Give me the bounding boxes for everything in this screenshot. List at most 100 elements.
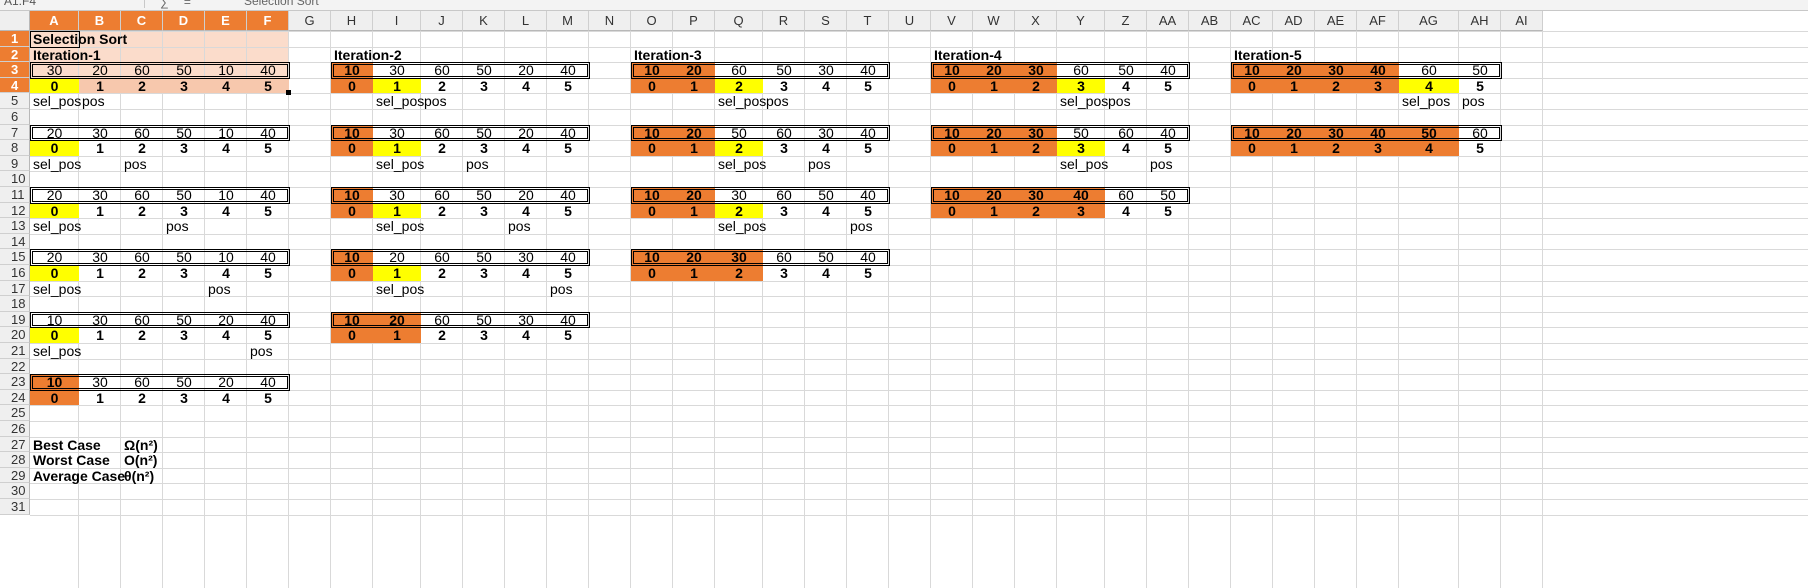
array-index[interactable]: 2 xyxy=(438,77,446,94)
array-value[interactable]: 10 xyxy=(344,249,360,266)
array-index[interactable]: 5 xyxy=(864,265,872,281)
array-index[interactable]: 3 xyxy=(180,327,188,344)
pos-marker[interactable]: pos xyxy=(208,280,231,297)
column-header-D[interactable]: D xyxy=(163,11,205,31)
array-value[interactable]: 60 xyxy=(1073,62,1089,79)
column-header-N[interactable]: N xyxy=(589,11,631,31)
array-index[interactable]: 1 xyxy=(690,140,698,157)
array-index[interactable]: 3 xyxy=(1077,202,1085,219)
iteration-label[interactable]: Iteration-4 xyxy=(934,46,1002,63)
array-value[interactable]: 60 xyxy=(776,187,792,203)
array-index[interactable]: 0 xyxy=(50,389,59,406)
row-header-2[interactable]: 2 xyxy=(0,46,30,63)
array-index[interactable]: 0 xyxy=(948,202,956,219)
array-index[interactable]: 0 xyxy=(348,327,356,344)
pos-marker[interactable]: pos xyxy=(82,93,105,110)
array-index[interactable]: 4 xyxy=(522,77,530,94)
column-header-AD[interactable]: AD xyxy=(1273,11,1315,31)
array-index[interactable]: 4 xyxy=(222,140,230,157)
array-index[interactable]: 0 xyxy=(648,140,656,157)
array-index[interactable]: 4 xyxy=(1122,140,1130,157)
array-value[interactable]: 60 xyxy=(776,249,792,266)
iteration-label[interactable]: Iteration-3 xyxy=(634,46,702,63)
row-header-10[interactable]: 10 xyxy=(0,171,30,187)
array-index[interactable]: 4 xyxy=(222,202,230,219)
array-index[interactable]: 5 xyxy=(264,389,272,406)
array-index[interactable]: 0 xyxy=(50,140,59,157)
array-value[interactable]: 60 xyxy=(134,187,150,203)
array-value[interactable]: 40 xyxy=(1160,124,1176,141)
array-value[interactable]: 60 xyxy=(434,311,450,328)
array-value[interactable]: 30 xyxy=(92,187,108,203)
array-index[interactable]: 5 xyxy=(864,202,872,219)
sel-pos-marker[interactable]: sel_pos xyxy=(718,93,767,110)
array-index[interactable]: 3 xyxy=(180,389,188,406)
array-value[interactable]: 30 xyxy=(1028,62,1044,79)
array-value[interactable]: 60 xyxy=(1421,62,1437,79)
array-value[interactable]: 20 xyxy=(518,124,534,141)
array-index[interactable]: 1 xyxy=(96,140,104,157)
array-index[interactable]: 3 xyxy=(180,202,188,219)
column-header-Q[interactable]: Q xyxy=(715,11,763,31)
array-value[interactable]: 20 xyxy=(46,124,63,141)
array-index[interactable]: 1 xyxy=(1290,140,1298,157)
array-index[interactable]: 3 xyxy=(480,140,488,157)
column-header-AF[interactable]: AF xyxy=(1357,11,1399,31)
array-value[interactable]: 30 xyxy=(818,124,834,141)
array-value[interactable]: 10 xyxy=(944,187,960,203)
array-index[interactable]: 2 xyxy=(1032,77,1040,94)
array-index[interactable]: 2 xyxy=(735,77,743,94)
array-index[interactable]: 1 xyxy=(690,202,698,219)
array-value[interactable]: 20 xyxy=(986,124,1002,141)
array-value[interactable]: 10 xyxy=(344,62,360,79)
array-value[interactable]: 40 xyxy=(860,249,876,266)
array-value[interactable]: 10 xyxy=(218,124,234,141)
column-header-R[interactable]: R xyxy=(763,11,805,31)
array-value[interactable]: 50 xyxy=(476,124,492,141)
array-value[interactable]: 20 xyxy=(218,311,234,328)
array-value[interactable]: 60 xyxy=(134,249,150,266)
array-value[interactable]: 30 xyxy=(92,249,108,266)
array-index[interactable]: 1 xyxy=(393,265,401,281)
array-index[interactable]: 5 xyxy=(1476,140,1484,157)
array-value[interactable]: 10 xyxy=(344,187,360,203)
pos-marker[interactable]: pos xyxy=(808,155,831,172)
array-value[interactable]: 20 xyxy=(986,187,1002,203)
sel-pos-marker[interactable]: sel_pos xyxy=(718,218,767,235)
array-value[interactable]: 50 xyxy=(1160,187,1176,203)
sel-pos-marker[interactable]: sel_pos xyxy=(1402,93,1451,110)
array-value[interactable]: 30 xyxy=(92,124,108,141)
array-value[interactable]: 10 xyxy=(218,249,234,266)
column-header-P[interactable]: P xyxy=(673,11,715,31)
iteration-label[interactable]: Iteration-2 xyxy=(334,46,402,63)
array-index[interactable]: 0 xyxy=(348,77,356,94)
array-value[interactable]: 30 xyxy=(389,62,405,79)
array-index[interactable]: 3 xyxy=(1374,77,1382,94)
array-value[interactable]: 30 xyxy=(518,249,534,266)
column-header-AA[interactable]: AA xyxy=(1147,11,1189,31)
row-header-23[interactable]: 23 xyxy=(0,374,30,390)
array-value[interactable]: 50 xyxy=(476,311,492,328)
array-value[interactable]: 20 xyxy=(518,187,534,203)
sel-pos-marker[interactable]: sel_pos xyxy=(376,280,425,297)
column-header-A[interactable]: A xyxy=(30,11,79,31)
array-index[interactable]: 2 xyxy=(138,77,146,94)
array-value[interactable]: 50 xyxy=(818,249,834,266)
array-value[interactable]: 60 xyxy=(1118,124,1134,141)
array-value[interactable]: 20 xyxy=(686,187,702,203)
pos-marker[interactable]: pos xyxy=(166,218,189,235)
array-index[interactable]: 1 xyxy=(393,327,401,344)
array-index[interactable]: 3 xyxy=(1374,140,1382,157)
array-value[interactable]: 60 xyxy=(1472,124,1488,141)
sel-pos-marker[interactable]: sel_pos xyxy=(33,155,82,172)
row-header-15[interactable]: 15 xyxy=(0,249,30,265)
sel-pos-marker[interactable]: sel_pos xyxy=(33,343,82,359)
column-header-AE[interactable]: AE xyxy=(1315,11,1357,31)
column-header-AG[interactable]: AG xyxy=(1399,11,1459,31)
array-value[interactable]: 30 xyxy=(46,62,63,79)
array-index[interactable]: 4 xyxy=(822,140,830,157)
array-index[interactable]: 4 xyxy=(1425,77,1433,94)
array-index[interactable]: 4 xyxy=(822,77,830,94)
array-index[interactable]: 5 xyxy=(264,202,272,219)
